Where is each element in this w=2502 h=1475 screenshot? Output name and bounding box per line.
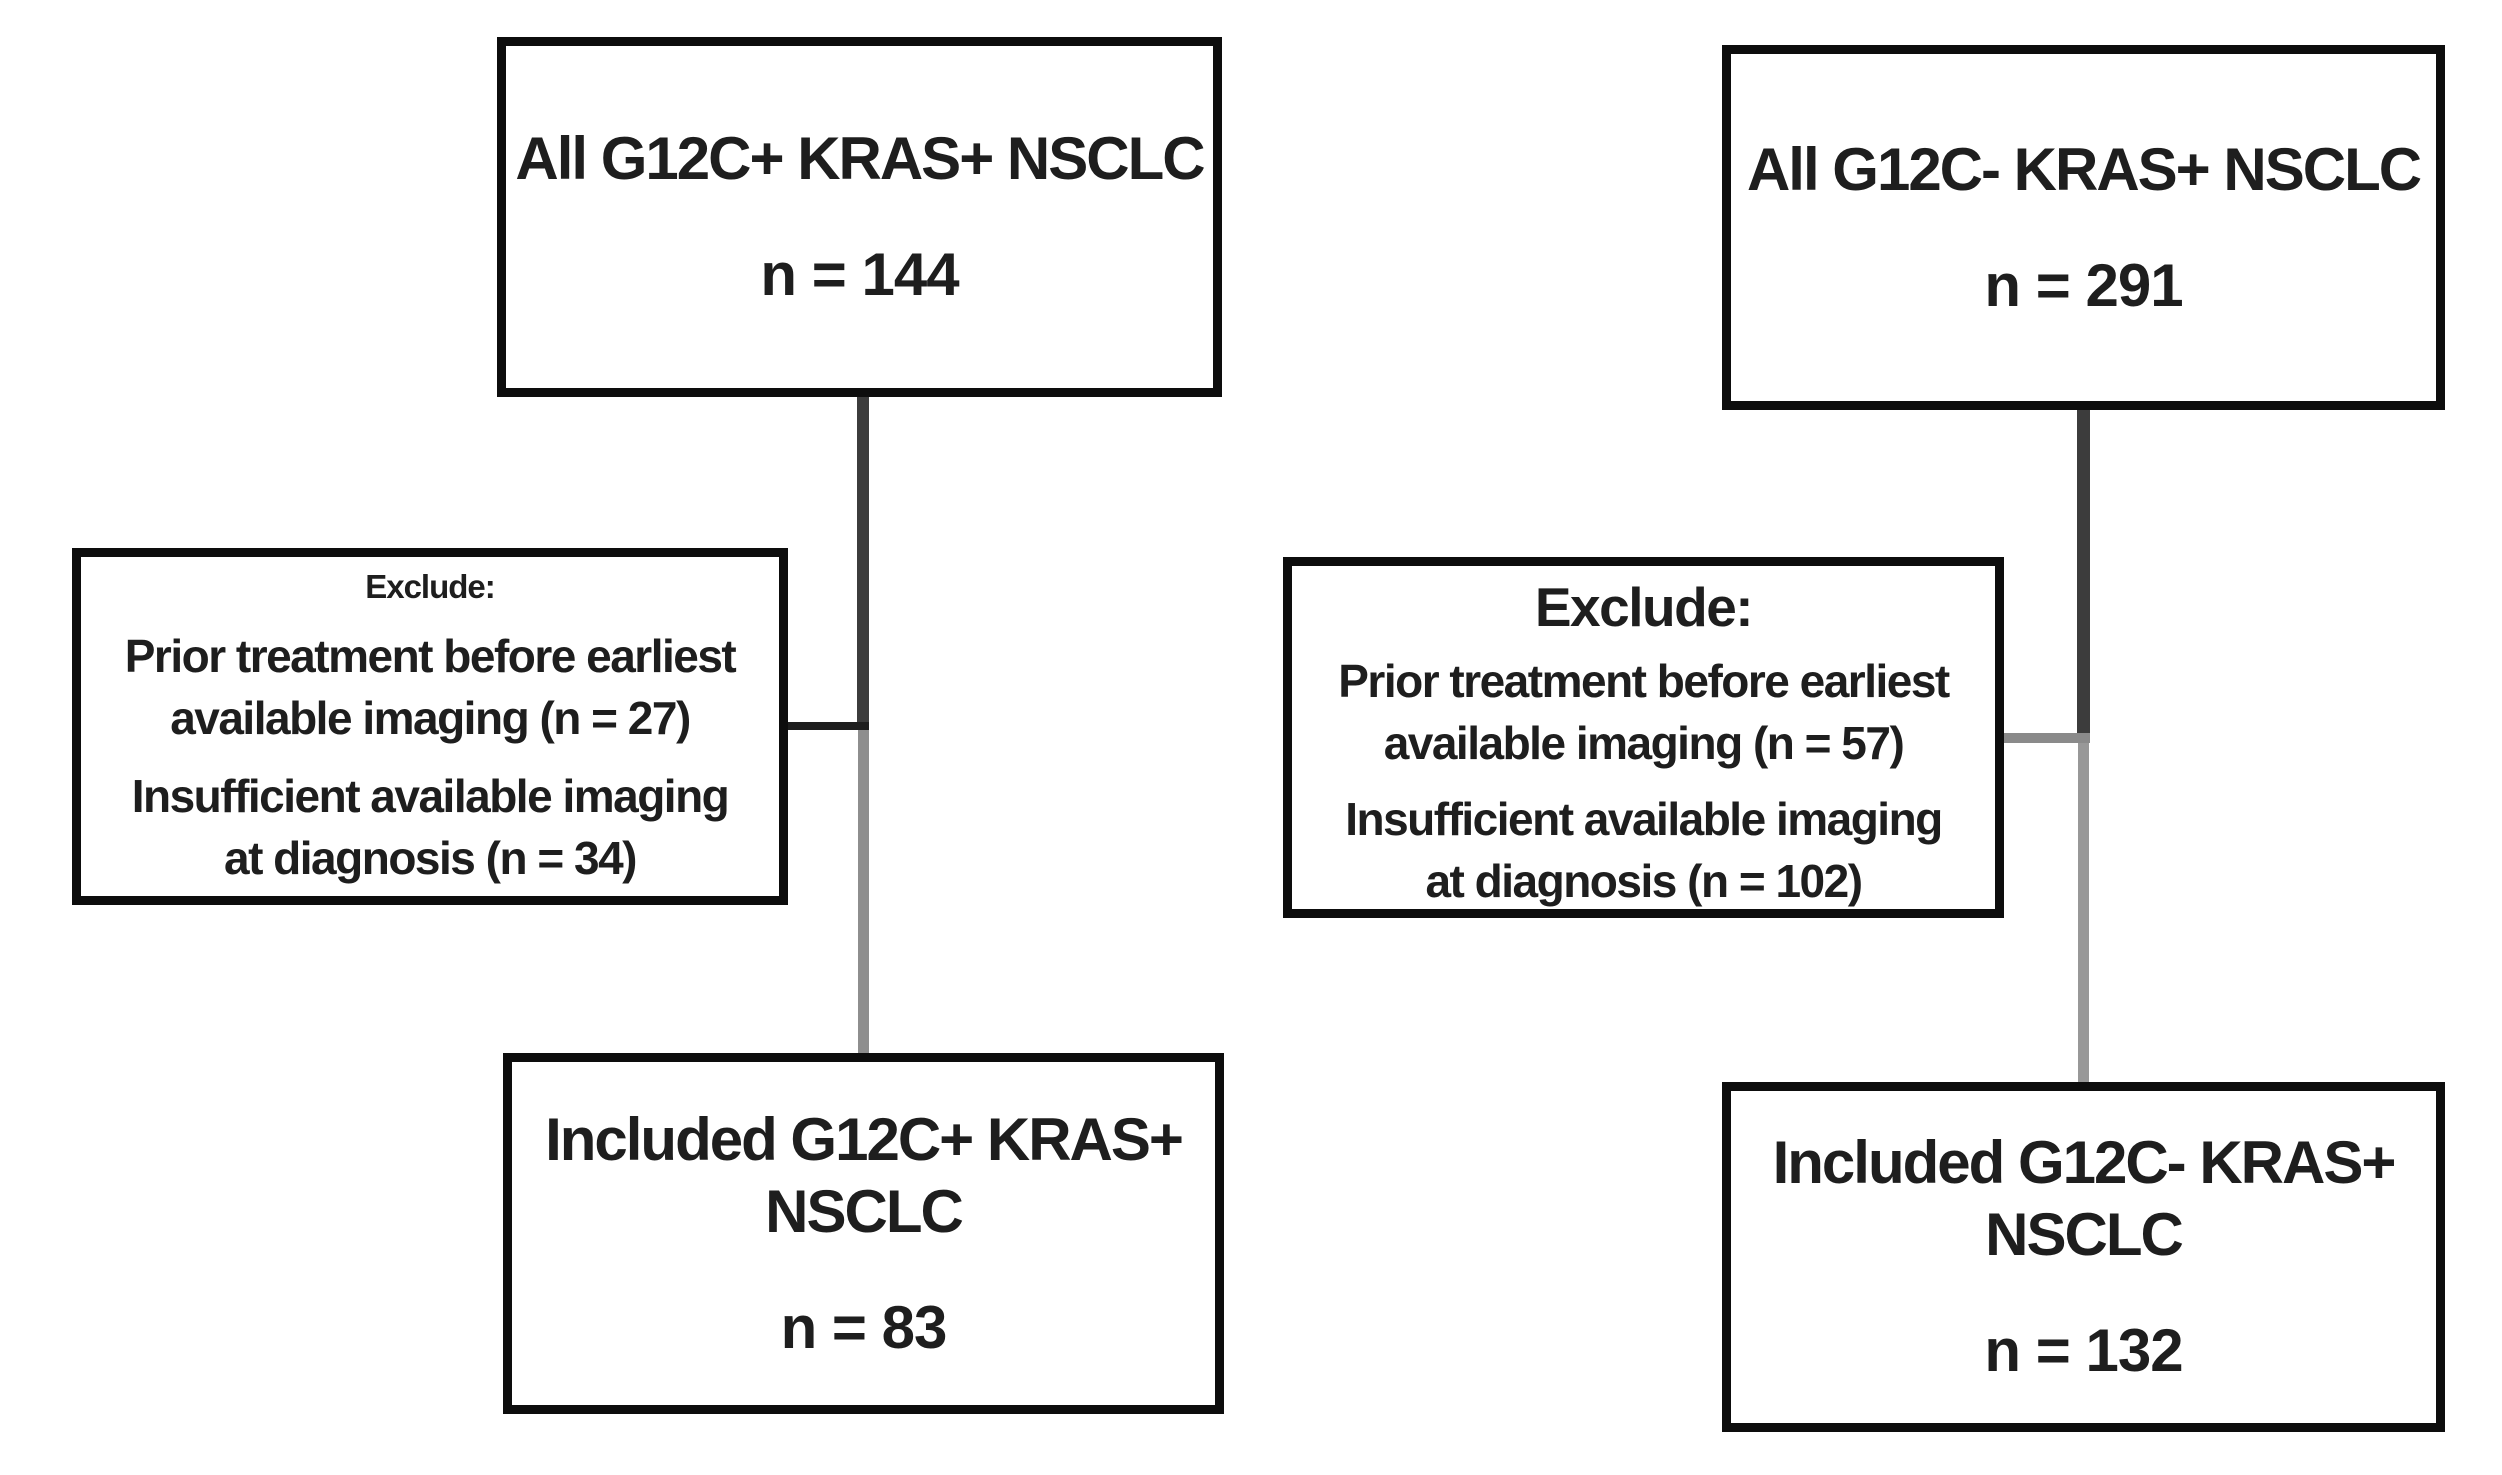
exclude-g12c-positive-item-2-line-2: at diagnosis (n = 34)	[223, 832, 637, 884]
exclude-g12c-positive-box: Exclude: Prior treatment before earliest…	[72, 548, 788, 905]
exclude-g12c-positive-item-1-line-1: Prior treatment before earliest	[124, 630, 737, 682]
included-g12c-positive-title-line-1: Included G12C+ KRAS+	[545, 1105, 1184, 1173]
exclude-g12c-negative-header: Exclude:	[1534, 576, 1754, 638]
included-g12c-positive-box: Included G12C+ KRAS+ NSCLC n = 83	[503, 1053, 1224, 1414]
exclude-g12c-positive-item-2-line-1: Insufficient available imaging	[131, 770, 730, 822]
exclude-g12c-negative-item-1-line-2: available imaging (n = 57)	[1383, 717, 1905, 769]
exclude-g12c-negative-item-2: Insufficient available imaging at diagno…	[1345, 788, 1943, 912]
all-g12c-negative-title: All G12C- KRAS+ NSCLC	[1746, 135, 2422, 203]
exclude-g12c-negative-item-2-line-2: at diagnosis (n = 102)	[1425, 855, 1863, 907]
all-g12c-positive-count: n = 144	[760, 241, 959, 308]
exclude-g12c-positive-item-1-line-2: available imaging (n = 27)	[170, 692, 691, 744]
left-exclude-branch-connector	[788, 722, 869, 730]
all-g12c-positive-box: All G12C+ KRAS+ NSCLC n = 144	[497, 37, 1222, 397]
right-vertical-connector-lower	[2078, 743, 2089, 1082]
left-vertical-connector-lower	[858, 730, 869, 1053]
included-g12c-negative-title-line-2: NSCLC	[1985, 1201, 2184, 1268]
exclude-g12c-positive-header: Exclude:	[365, 568, 496, 605]
exclude-g12c-positive-item-2: Insufficient available imaging at diagno…	[131, 765, 730, 889]
right-vertical-connector-upper	[2077, 410, 2090, 743]
included-g12c-positive-count: n = 83	[780, 1293, 948, 1361]
included-g12c-positive-title-line-2: NSCLC	[765, 1177, 964, 1245]
included-g12c-negative-box: Included G12C- KRAS+ NSCLC n = 132	[1722, 1082, 2445, 1432]
exclude-g12c-negative-box: Exclude: Prior treatment before earliest…	[1283, 557, 2004, 918]
all-g12c-positive-title: All G12C+ KRAS+ NSCLC	[515, 125, 1205, 192]
all-g12c-negative-count: n = 291	[1984, 251, 2183, 319]
exclude-g12c-negative-item-2-line-1: Insufficient available imaging	[1345, 793, 1943, 845]
exclude-g12c-negative-item-1-line-1: Prior treatment before earliest	[1338, 655, 1950, 707]
included-g12c-negative-count: n = 132	[1984, 1317, 2183, 1384]
exclude-g12c-positive-item-1: Prior treatment before earliest availabl…	[124, 625, 737, 749]
exclude-g12c-negative-item-1: Prior treatment before earliest availabl…	[1338, 650, 1950, 774]
all-g12c-negative-box: All G12C- KRAS+ NSCLC n = 291	[1722, 45, 2445, 410]
included-g12c-negative-title-line-1: Included G12C- KRAS+	[1772, 1129, 2397, 1196]
left-vertical-connector-upper	[857, 397, 869, 730]
right-exclude-branch-connector	[2004, 733, 2090, 743]
